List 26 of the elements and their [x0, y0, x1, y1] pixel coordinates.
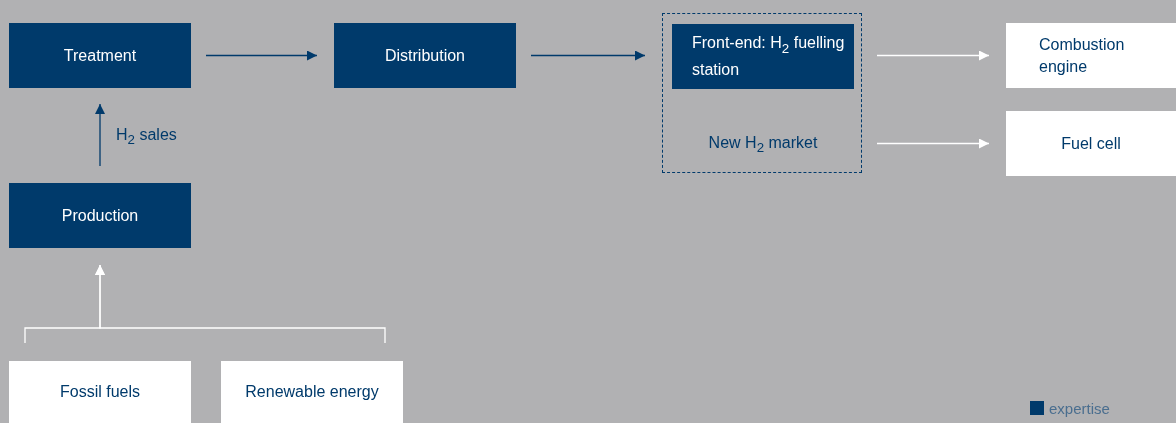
- legend-label: expertise: [1049, 399, 1110, 419]
- source-box: [221, 361, 403, 423]
- process-box: [9, 183, 191, 248]
- application-box: [1006, 111, 1176, 176]
- process-box: [672, 24, 854, 89]
- node-label: Fuel cell: [1060, 133, 1122, 154]
- arrow: [205, 50, 318, 61]
- arrow: [876, 50, 990, 61]
- node-label: New H$_{2}$ market: [707, 133, 819, 158]
- node-label: Treatment: [62, 45, 138, 66]
- node-label: Fossil fuels: [59, 382, 141, 402]
- process-box: [334, 23, 516, 88]
- process-box: [9, 23, 191, 88]
- arrow: [95, 103, 105, 167]
- node-label: Distribution: [384, 45, 466, 66]
- node-label: Production: [60, 205, 140, 226]
- arrow: [876, 138, 990, 149]
- node-label: Front-end: H$_{2}$ fuelling station: [692, 32, 846, 81]
- application-box: [1006, 23, 1176, 88]
- arrow: [530, 50, 646, 61]
- source-box: [9, 361, 191, 423]
- node-label: Combustion engine: [1039, 34, 1126, 77]
- market-group: [662, 13, 862, 173]
- arrow: [95, 264, 386, 344]
- node-label: Renewable energy: [244, 382, 380, 402]
- edge-label: H$_{2}$ sales: [116, 125, 177, 150]
